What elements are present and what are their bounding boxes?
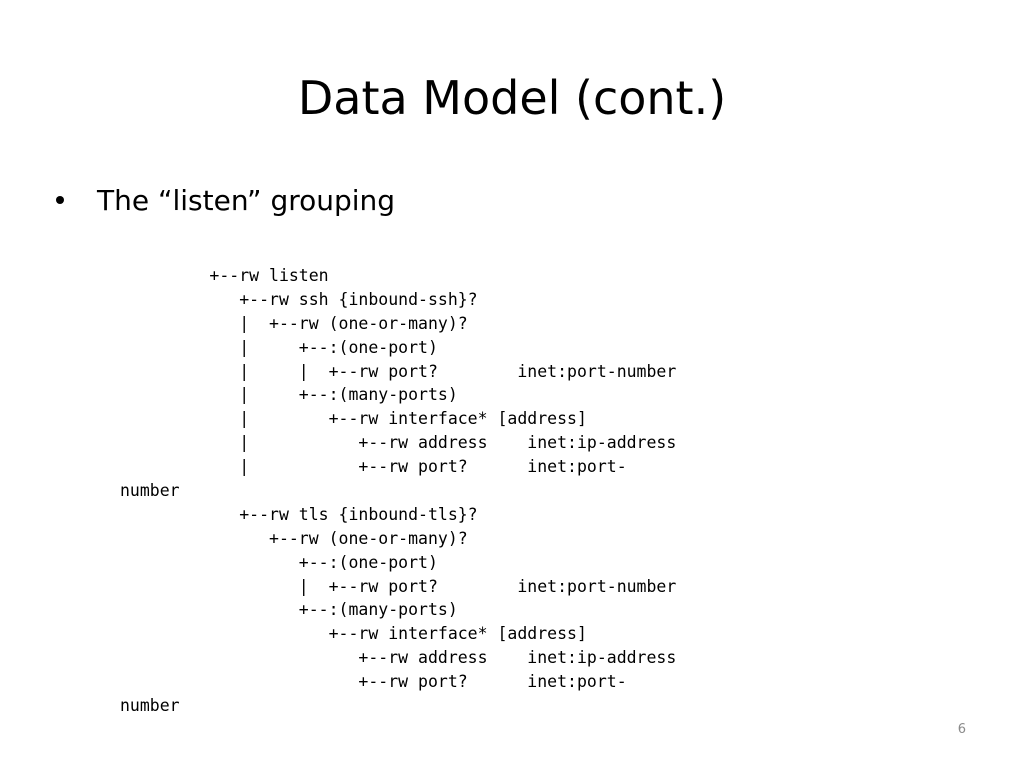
code-line: +--rw port? inet:port- bbox=[120, 672, 627, 692]
code-line: | +--rw port? inet:port- bbox=[120, 457, 627, 477]
bullet-dot-icon bbox=[56, 196, 64, 204]
code-line: number bbox=[120, 481, 180, 501]
code-line: +--:(many-ports) bbox=[120, 600, 458, 620]
code-line: | +--rw interface* [address] bbox=[120, 409, 587, 429]
code-line: +--rw listen bbox=[120, 266, 329, 285]
code-line: | +--rw address inet:ip-address bbox=[120, 433, 677, 453]
yang-tree-code: +--rw listen +--rw ssh {inbound-ssh}? | … bbox=[120, 264, 676, 718]
code-line: | +--:(one-port) bbox=[120, 337, 438, 357]
code-line: +--rw ssh {inbound-ssh}? bbox=[120, 289, 478, 309]
code-line: +--rw tls {inbound-tls}? bbox=[120, 504, 478, 524]
bullet-item: The “listen” grouping bbox=[56, 176, 395, 224]
code-line: | | +--rw port? inet:port-number bbox=[120, 361, 677, 381]
code-line: | +--:(many-ports) bbox=[120, 385, 458, 405]
code-line: +--rw address inet:ip-address bbox=[120, 648, 677, 668]
code-line: | +--rw port? inet:port-number bbox=[120, 576, 677, 596]
code-line: | +--rw (one-or-many)? bbox=[120, 313, 468, 333]
code-line: +--rw interface* [address] bbox=[120, 624, 587, 644]
code-line: +--rw (one-or-many)? bbox=[120, 528, 468, 548]
bullet-text: The “listen” grouping bbox=[97, 183, 396, 217]
code-line: number bbox=[120, 696, 180, 716]
slide-title: Data Model (cont.) bbox=[297, 71, 727, 125]
page-number: 6 bbox=[957, 722, 966, 737]
code-line: +--:(one-port) bbox=[120, 552, 438, 572]
